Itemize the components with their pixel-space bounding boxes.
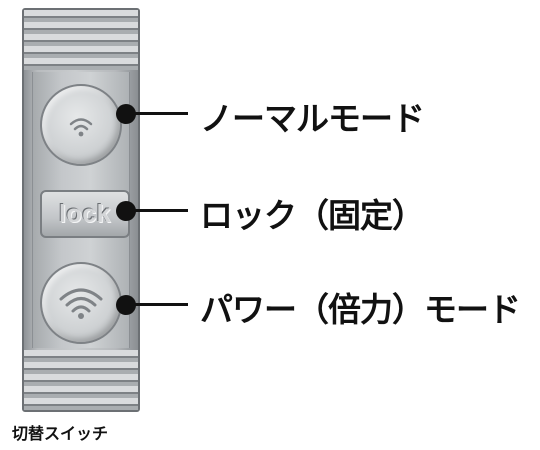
callout-line-power xyxy=(126,303,188,306)
switch-caption: 切替スイッチ xyxy=(12,424,109,443)
wifi-signal-large-icon xyxy=(59,288,103,319)
wifi-signal-small-icon xyxy=(69,118,93,137)
callout-line-lock xyxy=(126,209,188,212)
label-normal-mode: ノーマルモード xyxy=(200,99,425,138)
top-grip-ribs xyxy=(24,10,138,70)
normal-mode-button[interactable] xyxy=(40,84,122,166)
callout-line-normal xyxy=(126,112,188,115)
lock-button-text: lock xyxy=(58,199,112,228)
label-power-mode: パワー（倍力）モード xyxy=(200,290,521,329)
selector-switch: lock xyxy=(22,8,140,412)
bottom-grip-ribs xyxy=(24,350,138,410)
label-lock: ロック（固定） xyxy=(200,196,425,235)
lock-button[interactable]: lock xyxy=(40,190,130,238)
power-mode-button[interactable] xyxy=(40,262,122,344)
